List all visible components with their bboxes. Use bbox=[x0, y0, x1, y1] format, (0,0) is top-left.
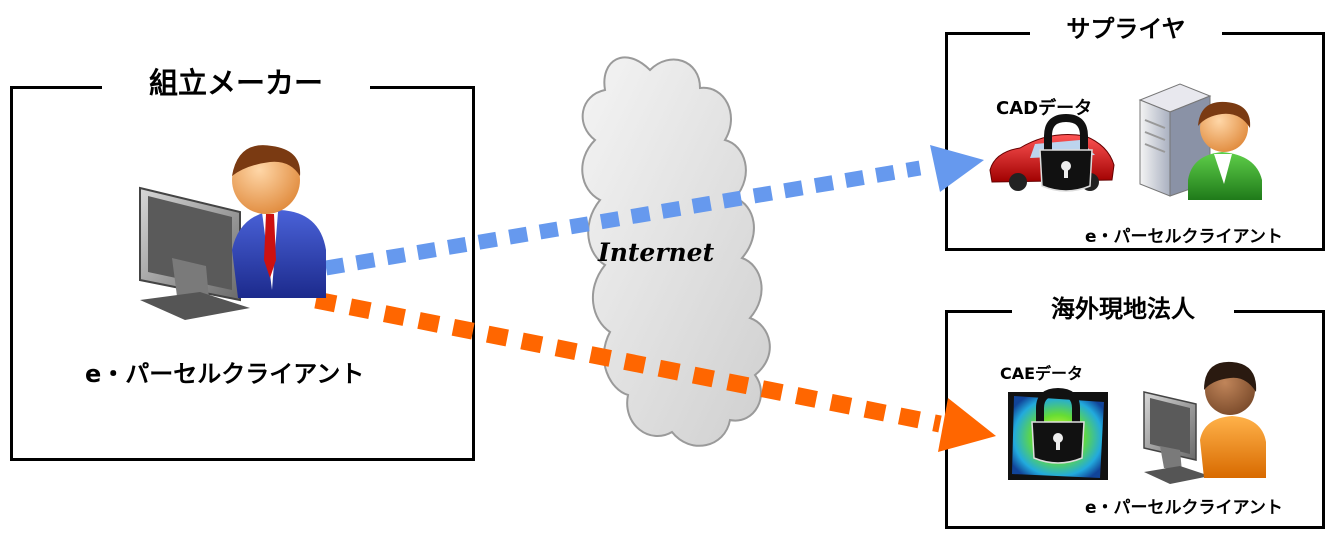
overseas-monitor-icon bbox=[1143, 391, 1210, 484]
overseas-user-icon bbox=[1200, 361, 1266, 478]
supplier-client-label: e・パーセルクライアント bbox=[1085, 227, 1283, 247]
cae-lock-icon bbox=[1031, 387, 1085, 464]
assembler-monitor-icon bbox=[139, 186, 250, 320]
arrow-to-supplier bbox=[324, 145, 984, 276]
arrow-to-overseas bbox=[314, 291, 996, 452]
assembler-user-icon bbox=[232, 145, 326, 298]
assembler-title: 組立メーカー bbox=[102, 60, 370, 108]
internet-cloud bbox=[581, 56, 771, 447]
supplier-user-icon bbox=[1188, 101, 1262, 200]
cad-lock-icon bbox=[1039, 113, 1093, 192]
overseas-data-label: CAEデータ bbox=[1000, 364, 1084, 383]
supplier-title: サプライヤ bbox=[1030, 10, 1222, 50]
assembler-client-label: e・パーセルクライアント bbox=[85, 360, 365, 388]
supplier-box bbox=[945, 32, 1325, 251]
internet-label: Internet bbox=[598, 238, 715, 267]
overseas-title: 海外現地法人 bbox=[1012, 290, 1234, 330]
overseas-client-label: e・パーセルクライアント bbox=[1085, 498, 1283, 518]
supplier-data-label: CADデータ bbox=[996, 98, 1093, 119]
